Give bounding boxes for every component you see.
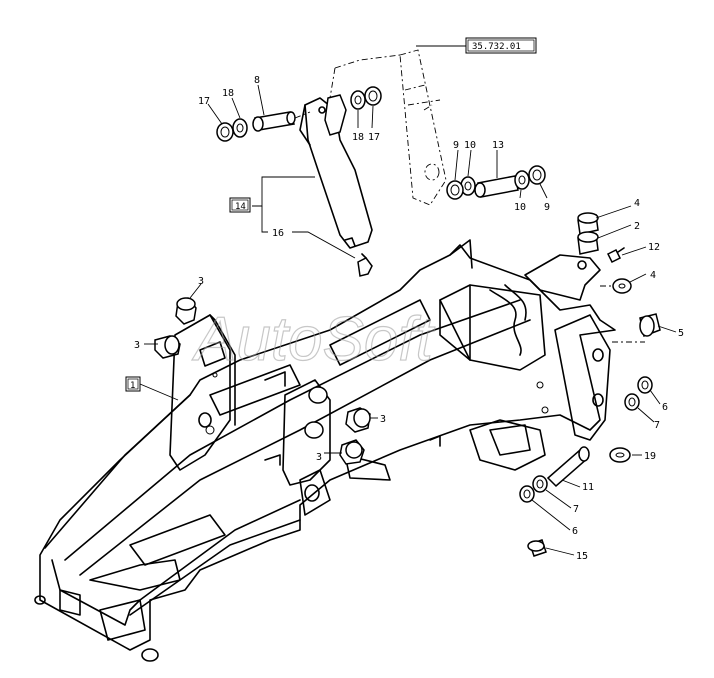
callout-3: 3 <box>316 452 322 463</box>
bushing-3d <box>339 439 365 465</box>
callout-9: 9 <box>544 202 550 213</box>
callout-18: 18 <box>222 88 234 99</box>
bushing-3c <box>345 407 371 433</box>
callout-18: 18 <box>352 132 364 143</box>
reference-label: 35.732.01 <box>472 42 521 52</box>
washer-7b <box>532 475 548 493</box>
ring-17a <box>216 122 234 142</box>
grease-nipple-16 <box>357 253 373 277</box>
callout-17: 17 <box>368 132 380 143</box>
callout-1-box <box>125 376 141 392</box>
pin-13-assembly <box>446 165 546 200</box>
reference-box <box>465 37 537 54</box>
callout-3: 3 <box>380 414 386 425</box>
callout-2: 2 <box>634 221 640 232</box>
center-tower-plates <box>282 379 391 516</box>
callout-4: 4 <box>650 270 656 281</box>
callout-13: 13 <box>492 140 504 151</box>
callout-8: 8 <box>254 75 260 86</box>
washer-18a <box>232 118 248 138</box>
ring-9b <box>528 165 546 185</box>
callout-labels: 17 18 8 18 17 14 16 35.732.01 9 10 13 10… <box>125 37 684 562</box>
ring-6b <box>519 485 535 503</box>
pin-11 <box>546 446 590 488</box>
callout-9: 9 <box>453 140 459 151</box>
callout-5: 5 <box>678 328 684 339</box>
grease-fitting-12 <box>606 247 625 264</box>
ring-17b <box>364 86 382 106</box>
callout-10: 10 <box>464 140 476 151</box>
washer-10b <box>514 170 530 190</box>
bushing-5 <box>639 313 661 338</box>
lift-arm <box>299 94 373 277</box>
right-parts <box>519 212 661 557</box>
callout-12: 12 <box>648 242 660 253</box>
callout-17: 17 <box>198 96 210 107</box>
callout-15: 15 <box>576 551 588 562</box>
bushings <box>154 297 371 465</box>
bushing-3b <box>154 335 181 359</box>
washer-18b <box>350 90 366 110</box>
callout-6: 6 <box>662 402 668 413</box>
leader-lines <box>139 45 677 556</box>
callout-7: 7 <box>654 420 660 431</box>
left-upright-plate <box>169 314 236 471</box>
watermark: AutoSoft <box>191 305 436 374</box>
callout-14-box <box>229 197 251 213</box>
ring-6a <box>637 376 653 394</box>
callout-16: 16 <box>272 228 284 239</box>
callout-7: 7 <box>573 504 579 515</box>
callout-19: 19 <box>644 451 656 462</box>
bolt-15 <box>527 539 547 557</box>
callout-10: 10 <box>514 202 526 213</box>
callout-3: 3 <box>198 276 204 287</box>
ring-9a <box>446 180 464 200</box>
pin-8-assembly <box>216 86 382 142</box>
bushing-4b <box>612 278 632 294</box>
callout-11: 11 <box>582 482 594 493</box>
callout-4: 4 <box>634 198 640 209</box>
washer-19 <box>609 447 631 463</box>
callout-14: 14 <box>235 202 246 212</box>
callout-3: 3 <box>134 340 140 351</box>
bushing-4a <box>577 212 599 235</box>
callout-6: 6 <box>572 526 578 537</box>
main-frame <box>34 239 616 662</box>
spacer-2 <box>577 231 599 255</box>
callout-1: 1 <box>130 381 135 391</box>
washer-7a <box>624 393 640 411</box>
hydraulic-cylinder <box>329 49 447 206</box>
bushing-3a <box>175 297 197 325</box>
